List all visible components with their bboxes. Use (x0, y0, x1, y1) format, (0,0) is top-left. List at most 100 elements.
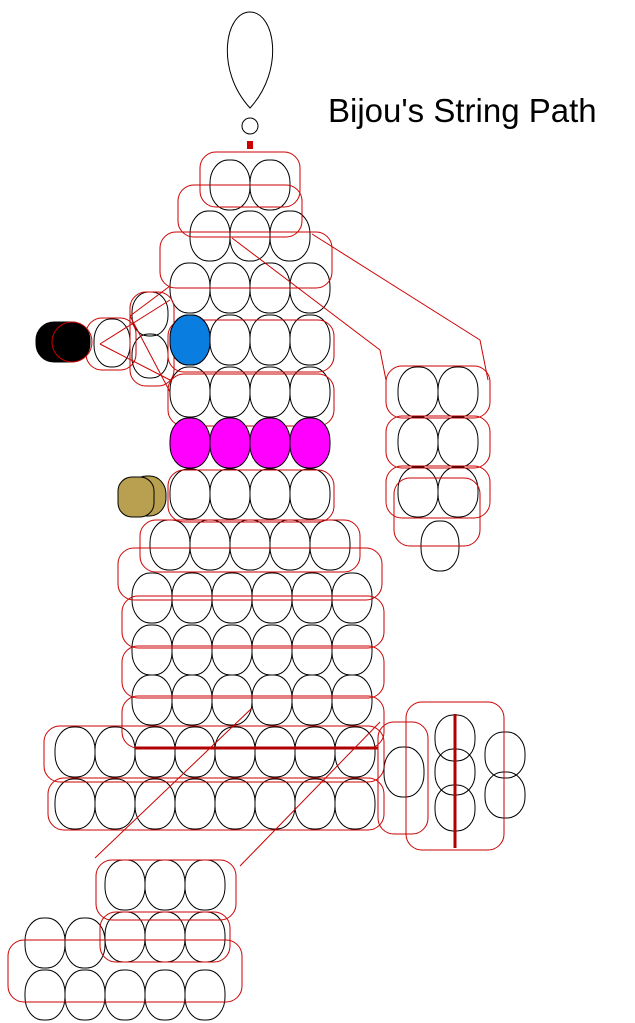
bead (175, 779, 215, 829)
bead (172, 625, 212, 675)
bead (250, 315, 290, 365)
string-segment (95, 708, 252, 858)
bead (398, 367, 438, 417)
bead (25, 970, 65, 1020)
bead (215, 779, 255, 829)
nose-bead (36, 322, 90, 362)
hanging-loop (227, 12, 272, 149)
bead (145, 970, 185, 1020)
bead (332, 625, 372, 675)
bead (295, 727, 335, 777)
string-loop (178, 185, 302, 237)
bead (292, 675, 332, 725)
bead (95, 727, 135, 777)
bead (384, 747, 424, 797)
collar-bead (210, 418, 250, 468)
bead (55, 779, 95, 829)
bead (25, 918, 65, 968)
string-segment (100, 300, 170, 344)
eye-bead (170, 315, 210, 365)
collar-bead (170, 418, 210, 468)
bead (438, 417, 478, 467)
bead (145, 860, 185, 910)
bead (295, 779, 335, 829)
bead (132, 675, 172, 725)
bead (215, 727, 255, 777)
bead (230, 520, 270, 570)
bead (270, 520, 310, 570)
bead (170, 469, 210, 519)
string-path-layer (8, 152, 504, 1002)
bead (132, 625, 172, 675)
string-segment (312, 234, 480, 340)
bead (105, 970, 145, 1020)
bead (94, 319, 130, 367)
string-segment (100, 344, 170, 380)
bead (132, 573, 172, 623)
bead (190, 520, 230, 570)
bead (290, 315, 330, 365)
bead (252, 625, 292, 675)
string-loop (168, 470, 334, 522)
bead (335, 779, 375, 829)
bead (438, 467, 478, 517)
bead (398, 467, 438, 517)
string-loop (8, 940, 242, 1002)
bead (190, 211, 230, 261)
bead (250, 469, 290, 519)
bead (172, 573, 212, 623)
string-segment (380, 350, 386, 380)
bead (292, 573, 332, 623)
string-loop (140, 520, 360, 572)
string-loop (48, 778, 384, 830)
bead (210, 315, 250, 365)
bead (175, 727, 215, 777)
bead (212, 625, 252, 675)
collar-bead (290, 418, 330, 468)
bead (252, 573, 292, 623)
bead (310, 520, 350, 570)
bead (332, 573, 372, 623)
bead (172, 675, 212, 725)
string-loop (394, 478, 480, 546)
bead (65, 970, 105, 1020)
bead (332, 675, 372, 725)
bead (185, 860, 225, 910)
bead (270, 211, 310, 261)
bead (210, 469, 250, 519)
bead (252, 675, 292, 725)
string-loop (160, 232, 332, 288)
bead (255, 779, 295, 829)
bead (212, 675, 252, 725)
string-segment (130, 286, 170, 316)
string-segment (240, 722, 380, 866)
bead (292, 625, 332, 675)
string-loop (96, 860, 236, 920)
bead (95, 779, 135, 829)
bead (485, 772, 525, 818)
bead (230, 211, 270, 261)
string-segment (232, 238, 380, 350)
beads-layer (25, 160, 525, 1020)
bead (185, 970, 225, 1020)
bead (55, 727, 95, 777)
bead (135, 779, 175, 829)
string-loop (378, 722, 428, 834)
bead (65, 918, 105, 968)
bead (150, 520, 190, 570)
bead (398, 417, 438, 467)
bead (105, 860, 145, 910)
tongue-bead (118, 477, 154, 517)
bead (485, 732, 525, 778)
bead (438, 367, 478, 417)
string-segment (480, 340, 488, 380)
bead (132, 334, 168, 378)
bead (212, 573, 252, 623)
bead (135, 727, 175, 777)
bead (335, 727, 375, 777)
collar-bead (250, 418, 290, 468)
bead (290, 469, 330, 519)
bead (255, 727, 295, 777)
string-loop (118, 548, 382, 600)
